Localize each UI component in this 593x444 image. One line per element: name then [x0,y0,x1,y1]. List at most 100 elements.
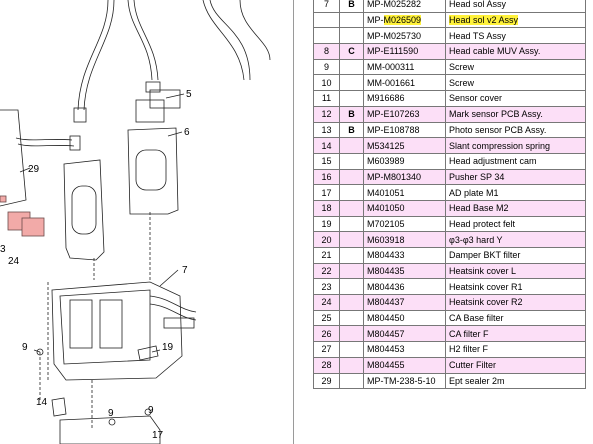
rank-cell: B [339,0,364,13]
rank-cell: B [339,105,364,123]
part-code-cell: MM-000311 [363,58,446,76]
callout-24: 24 [8,256,20,267]
part-number-cell: 17 [313,184,340,201]
part-name-cell: Head sol Assy [445,0,586,13]
part-number-cell: 23 [313,278,340,296]
part-name-cell: Heatsink cover R1 [445,278,586,296]
callout-6: 6 [184,127,190,138]
part-name-cell: Heatsink cover L [445,262,586,280]
part-name-cell: Screw [445,74,586,92]
rank-cell [339,11,364,29]
callout-3: 3 [0,244,6,255]
callout-19: 19 [162,342,174,353]
callout-29: 29 [28,164,40,175]
rank-cell [339,137,364,154]
rank-cell [339,325,364,343]
part-code-cell: MP-M025730 [363,27,446,45]
part-code-cell: M804457 [363,325,446,343]
part-code-cell: MP-E108788 [363,121,446,139]
highlighted-part-code: M026509 [383,15,422,26]
part-number-cell: 19 [313,215,340,233]
rank-cell [339,231,364,248]
part-name-cell: Damper BKT filter [445,247,586,264]
rank-cell [339,294,364,311]
rank-cell [339,356,364,374]
rank-cell: C [339,43,364,60]
rank-cell [339,278,364,296]
part-code-cell: M534125 [363,137,446,154]
part-name-cell: Head TS Assy [445,27,586,45]
part-number-cell: 8 [313,43,340,60]
rank-cell [339,27,364,45]
part-code-cell: M804433 [363,247,446,264]
part-code-cell: MP-M026509 [363,11,446,29]
rank-cell [339,341,364,358]
part-code-cell: MP-M025282 [363,0,446,13]
part-number-cell: 7 [313,0,340,13]
rank-cell [339,168,364,186]
part-code-cell: M804436 [363,278,446,296]
part-number-cell: 18 [313,199,340,217]
part-code-cell: M401051 [363,184,446,201]
part-code-cell: M603989 [363,152,446,170]
rank-cell [339,262,364,280]
callout-17: 17 [152,430,164,441]
part-code-cell: M804437 [363,294,446,311]
callout-14: 14 [36,397,48,408]
part-name-cell: CA Base filter [445,309,586,327]
rank-cell [339,58,364,76]
rank-cell [339,152,364,170]
part-code-cell: M804435 [363,262,446,280]
part-name-cell: φ3-φ3 hard Y [445,231,586,248]
part-code-cell: MP-E111590 [363,43,446,60]
rank-cell [339,184,364,201]
part-name-cell: Head adjustment cam [445,152,586,170]
part-name-cell: Head Base M2 [445,199,586,217]
part-number-cell [313,11,340,29]
part-name-cell: Screw [445,58,586,76]
part-name-cell: AD plate M1 [445,184,586,201]
rank-cell [339,199,364,217]
part-code-cell: MM-001661 [363,74,446,92]
part-number-cell: 13 [313,121,340,139]
part-name-cell: Pusher SP 34 [445,168,586,186]
part-number-cell: 20 [313,231,340,248]
page-divider [293,0,294,444]
part-number-cell: 21 [313,247,340,264]
part-code-cell: M702105 [363,215,446,233]
part-name-cell: Mark sensor PCB Assy. [445,105,586,123]
part-code-cell: MP-TM-238-5-10 [363,372,446,390]
callout-9-bottom-a: 9 [108,408,114,419]
rank-cell [339,372,364,390]
highlighted-part-name: Head sol v2 Assy [449,15,519,26]
part-code-cell: M401050 [363,199,446,217]
rank-cell [339,247,364,264]
rank-cell: B [339,121,364,139]
part-code-cell: M916686 [363,90,446,107]
rank-cell [339,309,364,327]
part-number-cell: 27 [313,341,340,358]
part-number-cell: 26 [313,325,340,343]
part-number-cell: 28 [313,356,340,374]
